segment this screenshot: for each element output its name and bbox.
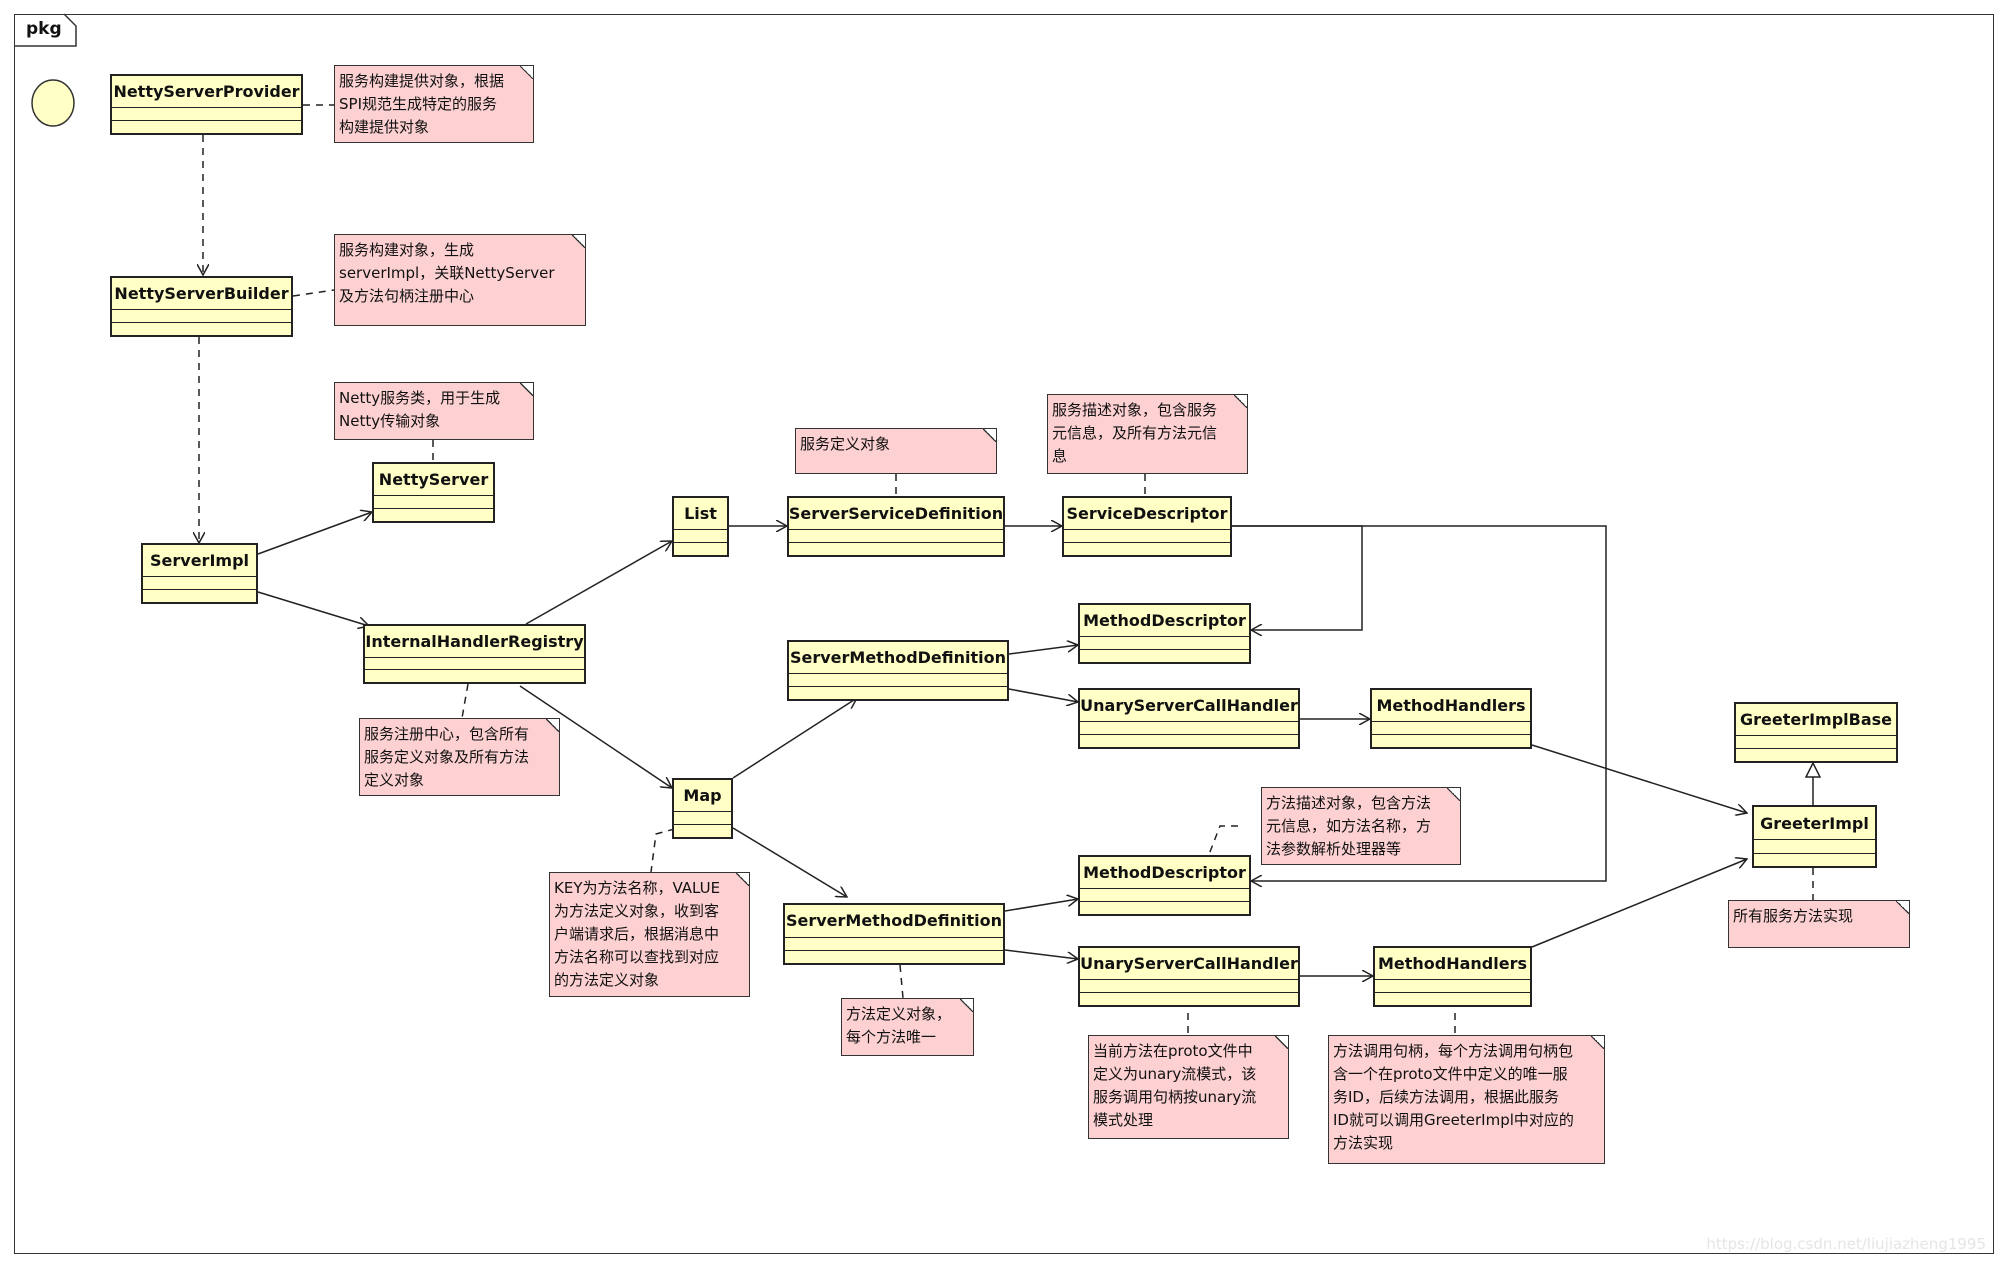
initial-node [31,79,75,127]
class-server-method-definition[interactable]: ServerMethodDefinition [783,903,1005,965]
note-unary-handler: 当前方法在proto文件中 定义为unary流模式，该 服务调用句柄按unary… [1088,1035,1289,1139]
note-service-definition: 服务定义对象 [795,428,997,474]
note-netty-server: Netty服务类，用于生成 Netty传输对象 [334,382,534,440]
registry-to-map-arrow [519,685,672,788]
note-builder: 服务构建对象，生成 serverImpl，关联NettyServer 及方法句柄… [334,234,586,326]
class-name: MethodHandlers [1375,948,1530,981]
note-greeter-impl: 所有服务方法实现 [1728,900,1910,948]
class-name: GreeterImplBase [1736,704,1896,737]
note-method-definition: 方法定义对象， 每个方法唯一 [841,998,974,1056]
package-frame [14,14,1994,1254]
class-name: ServiceDescriptor [1064,498,1230,531]
class-name: NettyServerBuilder [112,278,291,311]
note-method-handlers: 方法调用句柄，每个方法调用句柄包 含一个在proto文件中定义的唯一服 务ID，… [1328,1035,1605,1164]
method-definition-1-to-descriptor-arrow [1008,645,1078,655]
class-netty-server[interactable]: NettyServer [372,462,495,523]
method-definition-2-to-handler-arrow [1004,949,1078,959]
class-list[interactable]: List [672,496,729,557]
class-name: GreeterImpl [1754,807,1875,841]
class-server-service-definition[interactable]: ServerServiceDefinition [787,496,1005,557]
descriptor-to-method-descriptor-2-arrow [1232,525,1607,881]
class-name: InternalHandlerRegistry [365,626,584,658]
class-method-handlers[interactable]: MethodHandlers [1370,688,1532,749]
package-label: pkg [26,19,62,39]
note-registry: 服务注册中心，包含所有 服务定义对象及所有方法 定义对象 [359,718,560,796]
class-method-handlers[interactable]: MethodHandlers [1373,946,1532,1007]
class-name: NettyServer [374,464,493,497]
watermark: https://blog.csdn.net/liujiazheng1995 [1706,1235,1986,1253]
class-name: ServerImpl [143,545,256,578]
note-provider: 服务构建提供对象，根据 SPI规范生成特定的服务 构建提供对象 [334,65,534,143]
class-name: UnaryServerCallHandler [1080,690,1298,723]
builder-note-link [292,289,335,297]
class-name: List [674,498,727,531]
serverimpl-to-registry-arrow [257,591,369,626]
method-definition-2-to-descriptor-arrow [1004,899,1078,912]
class-name: MethodHandlers [1372,690,1530,723]
method-descriptor-note-link [1207,825,1238,858]
registry-to-list-arrow [525,541,672,625]
class-greeter-impl-base[interactable]: GreeterImplBase [1734,702,1898,763]
class-name: NettyServerProvider [112,76,301,109]
serverimpl-to-nettyserver-arrow [257,512,372,555]
method-definition-note-link [899,964,904,999]
class-name: ServerServiceDefinition [789,498,1003,531]
class-server-impl[interactable]: ServerImpl [141,543,258,604]
method-handlers-2-to-greeter-arrow [1531,859,1747,948]
note-service-descriptor: 服务描述对象，包含服务 元信息，及所有方法元信 息 [1047,394,1248,474]
class-name: UnaryServerCallHandler [1080,948,1298,981]
class-name: ServerMethodDefinition [789,642,1007,675]
class-netty-server-builder[interactable]: NettyServerBuilder [110,276,293,337]
class-name: Map [674,780,731,813]
class-unary-server-call-handler[interactable]: UnaryServerCallHandler [1078,688,1300,749]
class-name: MethodDescriptor [1080,857,1249,890]
class-internal-handler-registry[interactable]: InternalHandlerRegistry [363,624,586,684]
note-method-descriptor: 方法描述对象，包含方法 元信息，如方法名称，方 法参数解析处理器等 [1261,787,1461,865]
class-name: ServerMethodDefinition [785,905,1003,938]
class-unary-server-call-handler[interactable]: UnaryServerCallHandler [1078,946,1300,1007]
map-to-method-definition-2-arrow [732,827,847,897]
descriptor-to-method-descriptor-1-arrow [1232,525,1363,630]
method-definition-1-to-handler-arrow [1008,688,1078,702]
map-to-method-definition-1-arrow [732,698,857,779]
package-tab-outline [14,13,77,47]
class-greeter-impl[interactable]: GreeterImpl [1752,805,1877,868]
method-handlers-1-to-greeter-arrow [1531,744,1747,813]
class-server-method-definition[interactable]: ServerMethodDefinition [787,640,1009,701]
class-netty-server-provider[interactable]: NettyServerProvider [110,74,303,135]
note-map: KEY为方法名称，VALUE 为方法定义对象，收到客 户端请求后，根据消息中 方… [549,872,750,997]
class-method-descriptor[interactable]: MethodDescriptor [1078,855,1251,916]
class-map[interactable]: Map [672,778,733,839]
registry-note-link [461,683,469,719]
class-service-descriptor[interactable]: ServiceDescriptor [1062,496,1232,557]
class-method-descriptor[interactable]: MethodDescriptor [1078,603,1251,664]
class-name: MethodDescriptor [1080,605,1249,638]
